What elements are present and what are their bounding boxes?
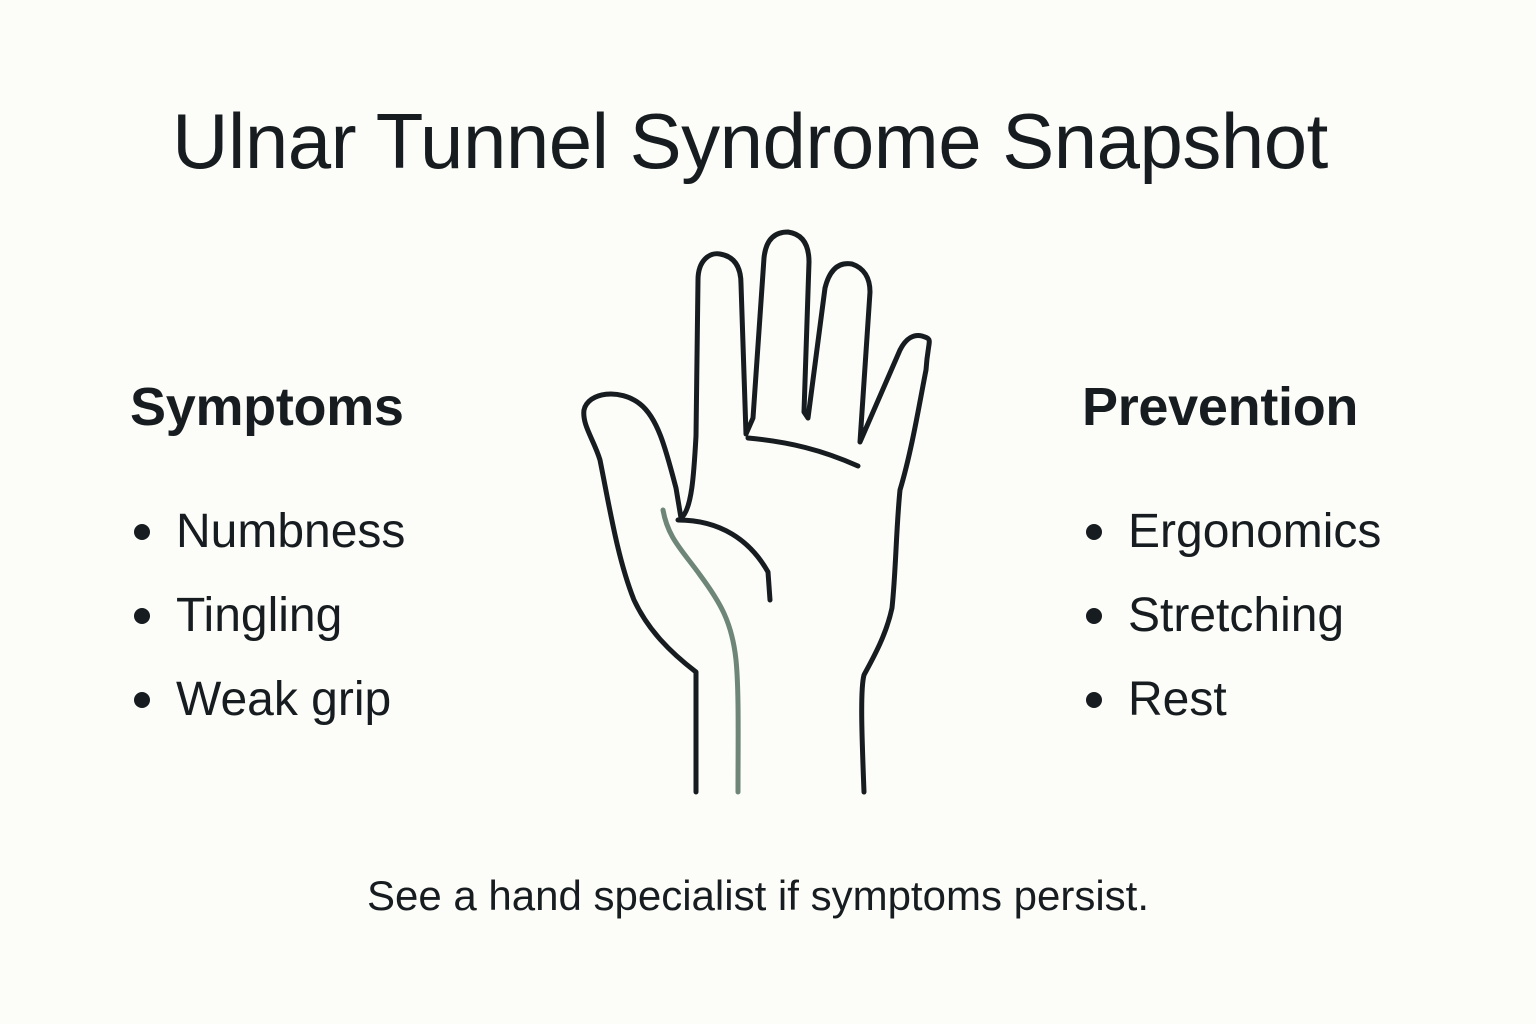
hand-outline-icon (570, 220, 950, 815)
symptom-label: Numbness (176, 505, 406, 558)
footer-note: See a hand specialist if symptoms persis… (366, 872, 1149, 919)
prevention-heading: Prevention (1082, 377, 1359, 437)
symptoms-section: Symptoms Numbness Tingling Weak grip (130, 372, 405, 742)
prevention-label: Ergonomics (1128, 505, 1382, 558)
page-title: Ulnar Tunnel Syndrome Snapshot (172, 97, 1328, 185)
symptoms-heading: Symptoms (130, 377, 404, 437)
prevention-list: Ergonomics Stretching Rest (1082, 490, 1381, 742)
bullet-icon (1086, 524, 1102, 540)
symptom-label: Tingling (176, 589, 343, 642)
bullet-icon (134, 692, 150, 708)
list-item: Ergonomics (1082, 490, 1381, 574)
prevention-section: Prevention Ergonomics Stretching Rest (1082, 372, 1381, 742)
bullet-icon (134, 524, 150, 540)
palm-crease-top (745, 435, 861, 469)
thumb-crease (675, 517, 773, 603)
list-item: Stretching (1082, 574, 1381, 658)
bullet-icon (1086, 692, 1102, 708)
symptoms-list: Numbness Tingling Weak grip (130, 490, 405, 742)
hand-outline (581, 229, 932, 795)
prevention-label: Rest (1128, 673, 1227, 726)
bullet-icon (134, 608, 150, 624)
list-item: Weak grip (130, 658, 405, 742)
prevention-label: Stretching (1128, 589, 1345, 642)
list-item: Numbness (130, 490, 405, 574)
symptom-label: Weak grip (176, 673, 392, 726)
list-item: Tingling (130, 574, 405, 658)
ulnar-nerve-line (660, 507, 741, 795)
list-item: Rest (1082, 658, 1381, 742)
bullet-icon (1086, 608, 1102, 624)
